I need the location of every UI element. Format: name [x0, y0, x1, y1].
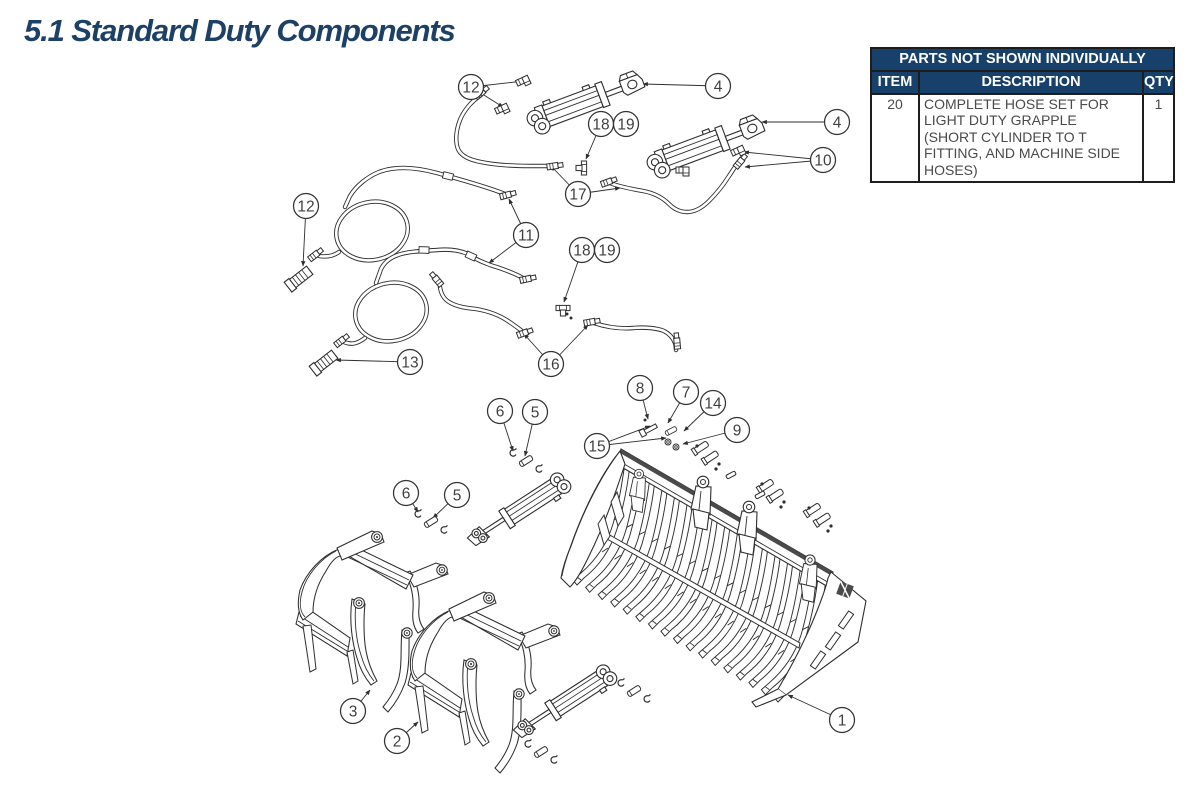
- svg-text:6: 6: [402, 485, 411, 502]
- svg-text:12: 12: [297, 198, 314, 215]
- svg-text:8: 8: [636, 380, 645, 397]
- svg-text:2: 2: [393, 733, 402, 750]
- svg-text:19: 19: [598, 242, 615, 259]
- svg-text:6: 6: [496, 403, 505, 420]
- svg-text:15: 15: [588, 438, 605, 455]
- svg-text:11: 11: [518, 227, 534, 244]
- svg-text:16: 16: [542, 356, 559, 373]
- svg-text:9: 9: [733, 422, 742, 439]
- svg-text:17: 17: [569, 186, 586, 203]
- svg-text:7: 7: [682, 384, 691, 401]
- svg-text:4: 4: [833, 114, 842, 131]
- svg-text:5: 5: [453, 487, 462, 504]
- svg-text:19: 19: [617, 116, 634, 133]
- svg-text:3: 3: [349, 703, 358, 720]
- svg-text:18: 18: [573, 242, 590, 259]
- svg-text:18: 18: [592, 116, 609, 133]
- svg-text:10: 10: [814, 152, 832, 169]
- svg-text:1: 1: [838, 712, 847, 729]
- svg-text:12: 12: [462, 79, 479, 96]
- svg-text:4: 4: [714, 78, 723, 95]
- svg-text:14: 14: [704, 395, 722, 412]
- svg-text:5: 5: [531, 404, 540, 421]
- svg-text:13: 13: [401, 354, 418, 371]
